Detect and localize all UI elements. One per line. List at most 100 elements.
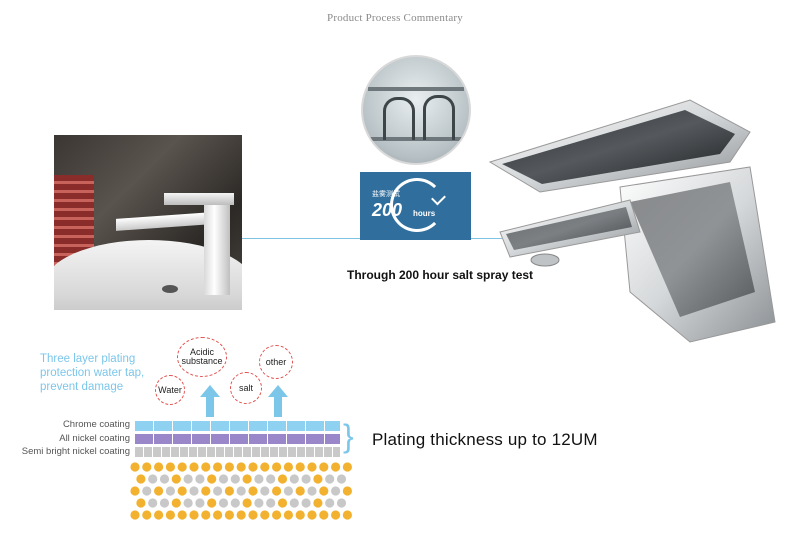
up-arrow-icon — [200, 385, 220, 417]
substrate-dot — [283, 510, 293, 520]
badge-unit: hours — [413, 209, 436, 218]
substrate-dot — [224, 510, 234, 520]
substrate-dot — [171, 498, 181, 508]
up-arrow-icon — [268, 385, 288, 417]
substrate-dot — [207, 498, 217, 508]
substrate-dot — [295, 510, 305, 520]
substrate-dot — [272, 486, 282, 496]
substrate-dot — [130, 510, 140, 520]
substrate-dot — [331, 486, 341, 496]
nickel-layer-bar — [135, 434, 340, 444]
substrate-dot — [154, 486, 164, 496]
substrate-dot — [207, 474, 217, 484]
substrate-dot — [189, 462, 199, 472]
substrate-dot — [142, 462, 152, 472]
substrate-dot — [177, 462, 187, 472]
substrate-dot — [248, 486, 258, 496]
rack-bar — [368, 87, 464, 91]
substrate-dot — [165, 486, 175, 496]
substrate-dot — [213, 486, 223, 496]
threat-label: salt — [238, 382, 253, 393]
substrate-dot — [266, 474, 276, 484]
substrate-dot — [189, 486, 199, 496]
substrate-dot — [342, 510, 352, 520]
page-title: Product Process Commentary — [327, 12, 463, 24]
substrate-dot — [342, 486, 352, 496]
threat-label: Water — [158, 384, 182, 395]
substrate-dot — [325, 474, 335, 484]
substrate-dot — [319, 510, 329, 520]
semi-bright-layer-bar — [135, 447, 340, 457]
substrate-dot — [266, 498, 276, 508]
salt-test-magnifier — [361, 55, 471, 165]
substrate-dot — [331, 510, 341, 520]
substrate-dot — [230, 474, 240, 484]
substrate-dot — [213, 510, 223, 520]
badge-number: 200 — [372, 200, 403, 220]
substrate-dot — [301, 474, 311, 484]
threat-bubble: Acidic substance — [177, 337, 227, 377]
rack-bar — [368, 137, 464, 141]
substrate-dot — [230, 498, 240, 508]
substrate-dot — [130, 486, 140, 496]
substrate-dot — [201, 486, 211, 496]
substrate-dot — [277, 474, 288, 484]
substrate-dot — [183, 498, 193, 508]
substrate-dot — [201, 462, 211, 472]
substrate-dot — [319, 486, 329, 496]
substrate-dot — [136, 474, 146, 484]
substrate-dot — [154, 462, 164, 472]
substrate-dot — [136, 498, 146, 508]
substrate-dot — [218, 498, 229, 508]
substrate-dot — [260, 486, 270, 496]
tap-body-image — [204, 205, 230, 295]
substrate-dot — [325, 498, 335, 508]
substrate-dot — [159, 498, 170, 508]
substrate-dot — [130, 462, 140, 472]
substrate-dot — [236, 462, 246, 472]
substrate-dot — [248, 462, 258, 472]
faucet-illustration — [488, 99, 776, 343]
substrate-dot — [242, 474, 252, 484]
substrate-dot — [177, 486, 187, 496]
test-tap-image — [423, 95, 455, 140]
threat-bubble: other — [259, 345, 293, 379]
substrate-dot — [313, 498, 323, 508]
badge-cn-label: 盐雾测试 — [372, 190, 400, 198]
faucet-photo — [54, 135, 242, 310]
substrate-dot — [236, 510, 246, 520]
substrate-dot — [301, 498, 311, 508]
substrate-dot — [336, 498, 347, 508]
substrate-dot — [242, 498, 252, 508]
tap-lever-image — [164, 193, 234, 205]
substrate-dot — [142, 510, 152, 520]
substrate-dot — [213, 462, 223, 472]
salt-test-caption: Through 200 hour salt spray test — [347, 268, 534, 282]
layer-label-chrome: Chrome coating — [62, 419, 130, 430]
substrate-dot — [307, 486, 317, 496]
substrate-dot — [307, 510, 317, 520]
layer-label-semi: Semi bright nickel coating — [21, 446, 130, 457]
substrate-dot — [254, 498, 264, 508]
substrate-dot — [283, 462, 293, 472]
thickness-note: Plating thickness up to 12UM — [372, 430, 598, 449]
substrate-dot — [272, 510, 282, 520]
protection-description: Three layer plating protection water tap… — [40, 353, 145, 393]
threat-label: Acidic substance — [181, 347, 223, 366]
substrate-dot — [177, 510, 187, 520]
substrate-dot — [307, 462, 317, 472]
substrate-dot — [272, 462, 282, 472]
substrate-dot — [342, 462, 352, 472]
substrate-dot — [195, 474, 205, 484]
substrate-dot — [319, 462, 329, 472]
substrate-dot — [260, 510, 270, 520]
threat-bubble: salt — [230, 372, 262, 404]
substrate-dot — [142, 486, 152, 496]
substrate-dot — [165, 510, 175, 520]
substrate-dot — [159, 474, 170, 484]
chrome-layer-bar — [135, 421, 340, 431]
substrate-dot — [154, 510, 164, 520]
substrate-dot — [165, 462, 175, 472]
substrate-dot — [289, 498, 299, 508]
substrate-dot — [171, 474, 181, 484]
